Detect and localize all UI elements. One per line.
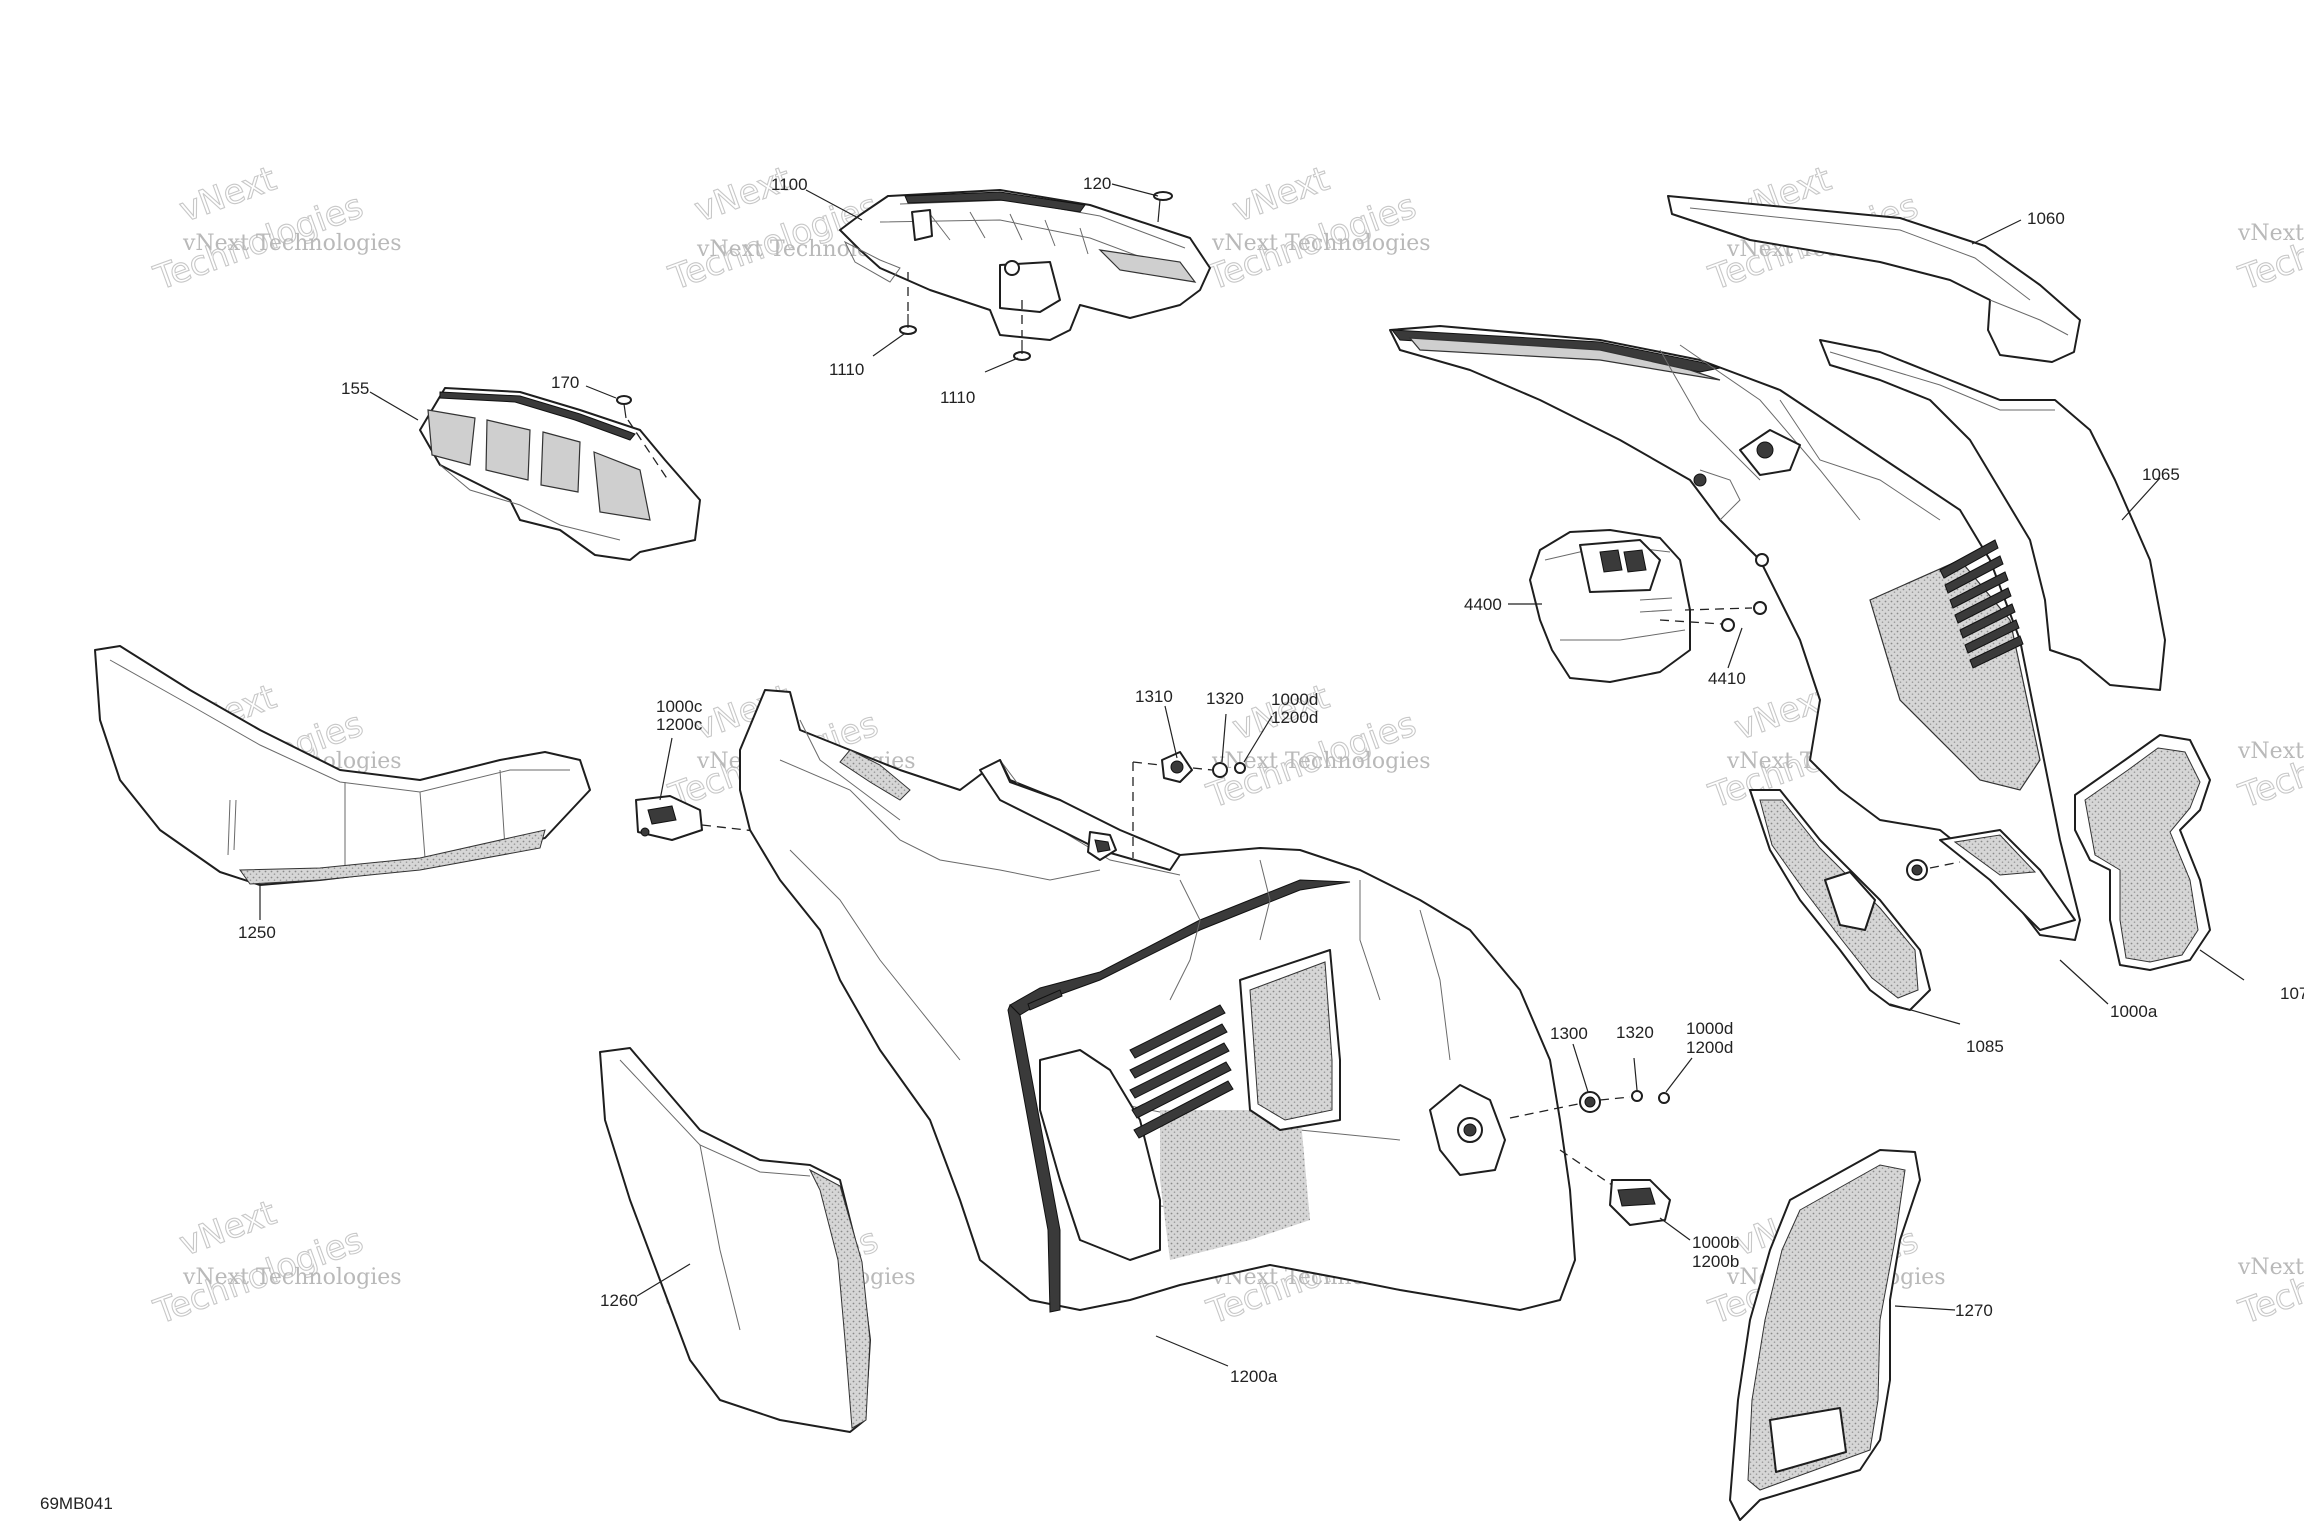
leader-lines bbox=[259, 183, 2245, 1367]
callout-1000c: 1000c bbox=[656, 697, 703, 716]
diagram-code: 69MB041 bbox=[40, 1494, 113, 1513]
callout-1250: 1250 bbox=[238, 923, 276, 942]
part-1200a-main-side-panel bbox=[739, 689, 1576, 1313]
screws-4410 bbox=[1659, 601, 1767, 632]
watermark-far-right-mid: Technologies vNext Technologies bbox=[2233, 704, 2304, 818]
svg-text:vNext Technologies: vNext Technologies bbox=[2237, 1255, 2304, 1280]
screw-120 bbox=[1153, 191, 1173, 223]
callout-1060: 1060 bbox=[2027, 209, 2065, 228]
callout-170: 170 bbox=[551, 373, 579, 392]
watermark-top-mid: vNext Technologies vNext Technologies bbox=[1201, 158, 1431, 299]
callout-1200c: 1200c bbox=[656, 715, 703, 734]
callout-1100: 1100 bbox=[771, 175, 808, 194]
callout-120: 120 bbox=[1083, 174, 1111, 193]
svg-text:vNext Technologies: vNext Technologies bbox=[2237, 739, 2304, 764]
callout-1200d-lower: 1200d bbox=[1686, 1038, 1733, 1057]
callout-155: 155 bbox=[341, 379, 369, 398]
part-4400-module bbox=[1529, 529, 1691, 683]
callout-1300: 1300 bbox=[1550, 1024, 1588, 1043]
callout-labels: 1100 120 1110 1110 155 170 1060 1065 440… bbox=[238, 174, 2304, 1386]
callout-1200d-upper: 1200d bbox=[1271, 708, 1318, 727]
screw-1110-right bbox=[1013, 340, 1031, 361]
part-107x-panel bbox=[2074, 734, 2211, 971]
screw-170 bbox=[616, 395, 669, 481]
svg-text:vNext Technologies: vNext Technologies bbox=[1211, 749, 1431, 774]
callout-1310: 1310 bbox=[1135, 687, 1173, 706]
callout-1200b: 1200b bbox=[1692, 1252, 1739, 1271]
callout-1260: 1260 bbox=[600, 1291, 638, 1310]
callout-1085: 1085 bbox=[1966, 1037, 2004, 1056]
svg-text:vNext Technologies: vNext Technologies bbox=[1211, 231, 1431, 256]
part-1000b-side-light bbox=[1559, 1149, 1671, 1226]
callout-1270: 1270 bbox=[1955, 1301, 1993, 1320]
callout-1000a: 1000a bbox=[2110, 1002, 2158, 1021]
callout-1110-right: 1110 bbox=[940, 388, 975, 407]
watermark-top-left: vNext Technologies vNext Technologies bbox=[148, 158, 402, 299]
fasteners-1300-1320-lower bbox=[1509, 1090, 1670, 1119]
callout-4400: 4400 bbox=[1464, 595, 1502, 614]
fasteners-1310-1320-upper bbox=[1132, 751, 1246, 858]
watermark-bottom-left: vNext Technologies vNext Technologies bbox=[148, 1192, 402, 1333]
svg-text:vNext Technologies: vNext Technologies bbox=[182, 1265, 402, 1290]
watermark-far-right-bottom: Technologies vNext Technologies bbox=[2233, 1220, 2304, 1334]
callout-1000b: 1000b bbox=[1692, 1233, 1739, 1252]
part-1060-top-trim bbox=[1667, 195, 2081, 363]
svg-text:vNext Technologies: vNext Technologies bbox=[182, 231, 402, 256]
callout-4410: 4410 bbox=[1708, 669, 1746, 688]
part-1250-front-trim bbox=[94, 645, 591, 886]
part-1000a-right-panel bbox=[1389, 325, 2081, 941]
svg-text:vNext Technologies: vNext Technologies bbox=[2237, 221, 2304, 246]
callout-1065: 1065 bbox=[2142, 465, 2180, 484]
callout-1000d-lower: 1000d bbox=[1686, 1019, 1733, 1038]
callout-1320-lower: 1320 bbox=[1616, 1023, 1654, 1042]
fastener-1000a-lower bbox=[1906, 859, 1961, 881]
screw-1110-left bbox=[899, 314, 917, 335]
part-1270-lower-panel bbox=[1729, 1149, 1921, 1521]
callout-107x: 107 bbox=[2280, 984, 2304, 1003]
part-1100-upper-duct bbox=[839, 189, 1211, 341]
part-1260-lower-panel bbox=[599, 1047, 871, 1433]
part-155-vent-grille bbox=[419, 387, 701, 561]
watermark-far-right-top: Technologies vNext Technologies bbox=[2233, 186, 2304, 300]
callout-1200a: 1200a bbox=[1230, 1367, 1278, 1386]
part-1065-side-trim bbox=[1819, 339, 2166, 691]
callout-1000d-upper: 1000d bbox=[1271, 690, 1318, 709]
callout-1320-upper: 1320 bbox=[1206, 689, 1244, 708]
callout-1110-left: 1110 bbox=[829, 360, 864, 379]
